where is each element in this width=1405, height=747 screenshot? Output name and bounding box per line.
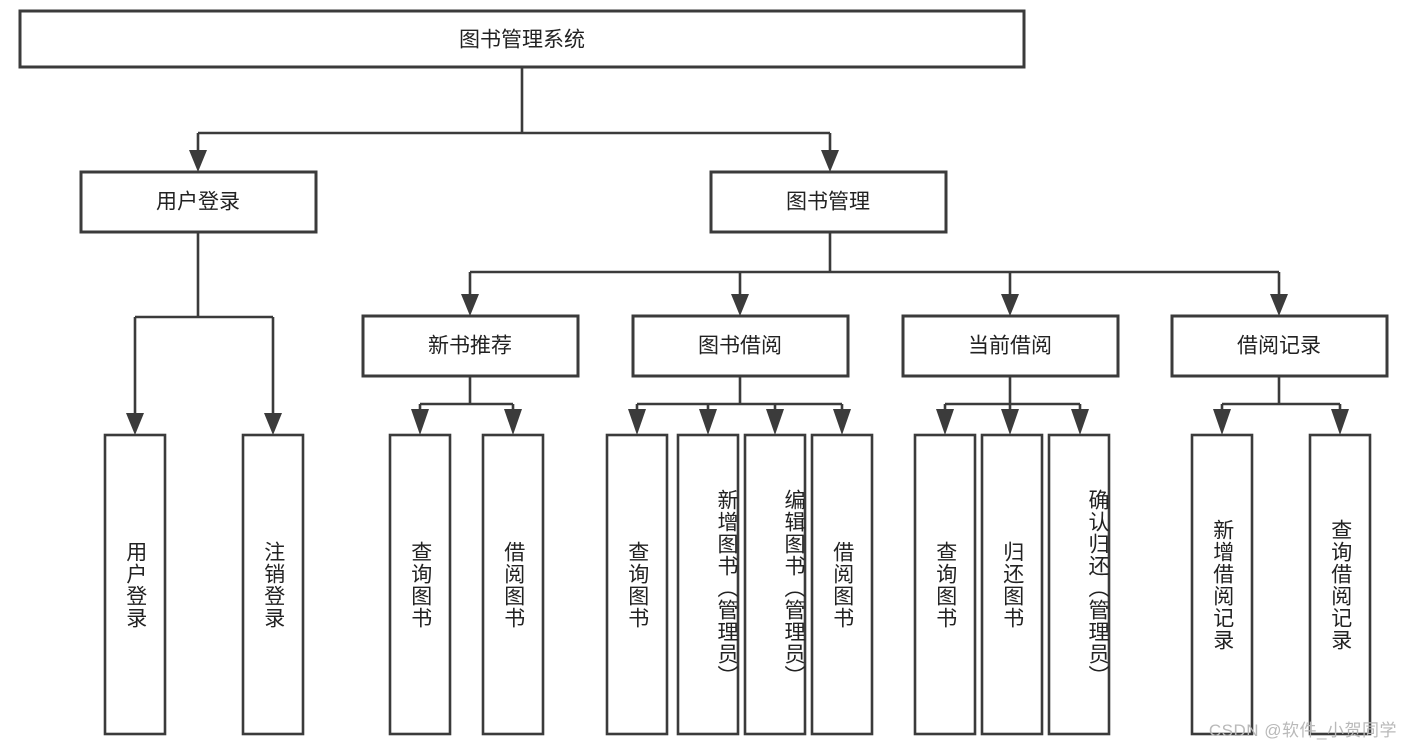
leaf-group-book-borrow [605,433,874,736]
leaf-box-current-borrow-3[interactable] [1047,433,1111,736]
leaf-box-current-borrow-1[interactable] [913,433,977,736]
connector-group-current-borrow [936,376,1089,435]
arrow-head-leaf-nb-1 [411,409,429,435]
node-user-login[interactable]: 用户登录 [79,170,318,234]
node-root-label: 图书管理系统 [459,29,585,52]
leaf-group-user-login [103,433,305,736]
leaf-group-new-book-recommend [388,433,545,736]
leaf-group-borrow-record [1190,433,1372,736]
arrow-head-leaf-user-login-1 [126,413,144,435]
connector-group-root [189,67,839,172]
leaf-box-book-borrow-3[interactable] [743,433,807,736]
leaf-box-current-borrow-2[interactable] [980,433,1044,736]
node-user-login-box[interactable] [79,170,318,234]
arrow-head-leaf-bb-3 [766,409,784,435]
connector-group-book-borrow [628,376,851,435]
node-current-borrow[interactable]: 当前借阅 [901,314,1120,378]
node-new-book-recommend-label: 新书推荐 [428,335,512,358]
node-user-login-label: 用户登录 [156,191,240,214]
node-borrow-record[interactable]: 借阅记录 [1170,314,1389,378]
watermark-text: CSDN @软件_小贺同学 [1208,721,1397,740]
node-book-manage[interactable]: 图书管理 [709,170,948,234]
arrow-head-new-book [461,294,479,316]
arrow-head-leaf-cb-2 [1001,409,1019,435]
node-new-book-recommend[interactable]: 新书推荐 [361,314,580,378]
arrow-head-current-borrow [1001,294,1019,316]
leaf-group-current-borrow [913,433,1111,736]
node-borrow-record-box[interactable] [1170,314,1389,378]
node-new-book-recommend-box[interactable] [361,314,580,378]
arrow-head-leaf-br-1 [1213,409,1231,435]
arrow-head-leaf-cb-3 [1071,409,1089,435]
arrow-head-leaf-bb-1 [628,409,646,435]
arrow-head-leaf-bb-2 [699,409,717,435]
leaf-box-new-book-2[interactable] [481,433,545,736]
leaf-box-borrow-record-2[interactable] [1308,433,1372,736]
arrow-head-leaf-nb-2 [504,409,522,435]
arrow-head-leaf-cb-1 [936,409,954,435]
leaf-box-book-borrow-1[interactable] [605,433,669,736]
leaf-box-user-login-1[interactable] [103,433,167,736]
arrow-head-book-borrow [731,294,749,316]
node-current-borrow-box[interactable] [901,314,1120,378]
node-root-box[interactable] [18,9,1026,69]
arrow-head-leaf-bb-4 [833,409,851,435]
node-current-borrow-label: 当前借阅 [968,335,1052,358]
node-book-manage-box[interactable] [709,170,948,234]
leaf-box-new-book-1[interactable] [388,433,452,736]
node-book-borrow-label: 图书借阅 [698,335,782,358]
node-root[interactable]: 图书管理系统 [18,9,1026,69]
node-book-borrow[interactable]: 图书借阅 [631,314,850,378]
node-book-borrow-box[interactable] [631,314,850,378]
arrow-head-book-manage [821,150,839,172]
leaf-box-borrow-record-1[interactable] [1190,433,1254,736]
connector-group-user-login [126,232,282,435]
arrow-head-leaf-user-login-2 [264,413,282,435]
leaf-box-book-borrow-2[interactable] [676,433,740,736]
arrow-head-borrow-record [1270,294,1288,316]
arrow-head-leaf-br-2 [1331,409,1349,435]
arrow-head-user-login [189,150,207,172]
leaf-box-user-login-2[interactable] [241,433,305,736]
leaf-box-book-borrow-4[interactable] [810,433,874,736]
node-book-manage-label: 图书管理 [786,191,870,214]
connector-group-borrow-record [1213,376,1349,435]
connector-group-new-book-recommend [411,376,522,435]
connector-group-book-manage [461,232,1288,316]
node-borrow-record-label: 借阅记录 [1237,335,1321,358]
